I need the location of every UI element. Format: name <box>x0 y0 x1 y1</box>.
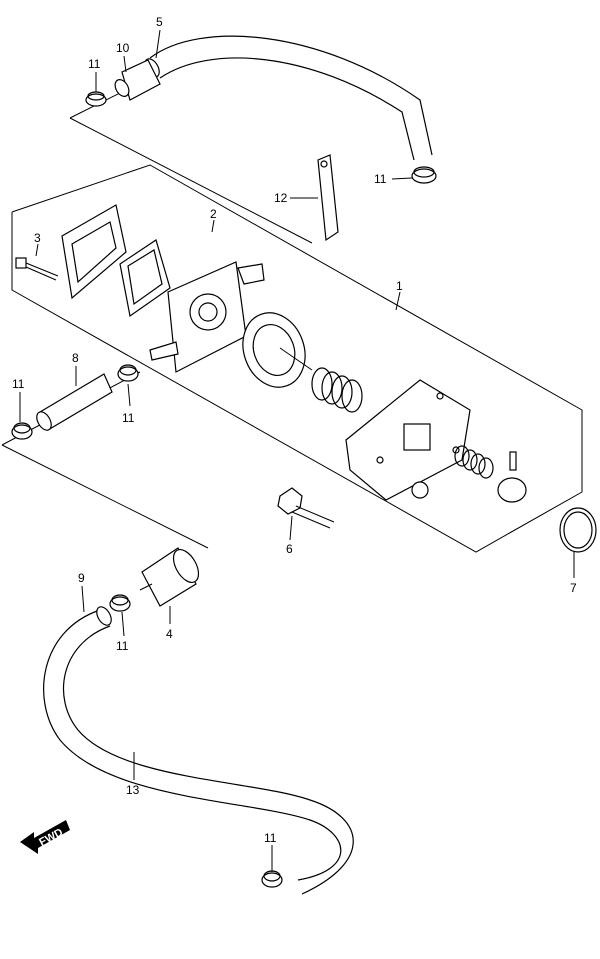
gasket-left <box>61 204 127 300</box>
filter-4 <box>139 547 200 607</box>
clamp-11-mid-left <box>11 422 33 440</box>
callout-11-top-right: 11 <box>374 172 387 186</box>
spring-large <box>311 367 363 413</box>
callout-2: 2 <box>210 207 217 221</box>
callout-11-mid-right: 11 <box>122 411 135 425</box>
clamp-11-mid-right <box>117 364 139 382</box>
lower-panel-outline <box>1 371 209 549</box>
hose-13 <box>43 606 354 895</box>
callout-11-mid-left: 11 <box>12 377 25 391</box>
callout-13: 13 <box>126 783 140 797</box>
fwd-arrow: FWD <box>20 820 70 854</box>
callout-10: 10 <box>116 41 130 55</box>
diaphragm <box>242 312 313 388</box>
valve-cap <box>497 477 527 503</box>
callout-6: 6 <box>286 542 293 556</box>
spring-small <box>454 445 494 479</box>
nut <box>411 481 429 499</box>
callout-1: 1 <box>396 279 403 293</box>
callout-7: 7 <box>570 581 577 595</box>
callout-9: 9 <box>78 571 85 585</box>
bolt-6 <box>277 487 335 529</box>
callout-11-bottom: 11 <box>264 831 277 845</box>
callout-11-filter: 11 <box>116 639 129 653</box>
screw-3 <box>15 257 59 281</box>
o-ring-7 <box>559 507 597 553</box>
clamp-11-top-left <box>85 91 107 107</box>
clamp-11-top-right <box>411 166 437 184</box>
leader-lines <box>19 29 575 872</box>
pump-body <box>149 261 265 373</box>
main-assembly-outline <box>11 164 583 553</box>
callout-labels: 5 10 11 11 12 2 3 1 8 11 11 6 7 9 4 11 1… <box>12 15 577 845</box>
hose-10 <box>114 59 161 101</box>
pump-cover <box>345 379 471 501</box>
strap-12 <box>317 154 339 242</box>
callout-4: 4 <box>166 627 173 641</box>
callout-12: 12 <box>274 191 288 205</box>
callout-5: 5 <box>156 15 163 29</box>
hose-8 <box>36 373 113 431</box>
gasket-2 <box>119 239 171 318</box>
callout-3: 3 <box>34 231 41 245</box>
callout-11-top-left: 11 <box>88 57 101 71</box>
hose-5 <box>144 35 433 161</box>
callout-8: 8 <box>72 351 79 365</box>
fwd-label: FWD <box>37 826 65 848</box>
pin <box>509 451 517 471</box>
clamp-11-filter <box>109 594 131 612</box>
clamp-11-bottom <box>261 870 283 888</box>
